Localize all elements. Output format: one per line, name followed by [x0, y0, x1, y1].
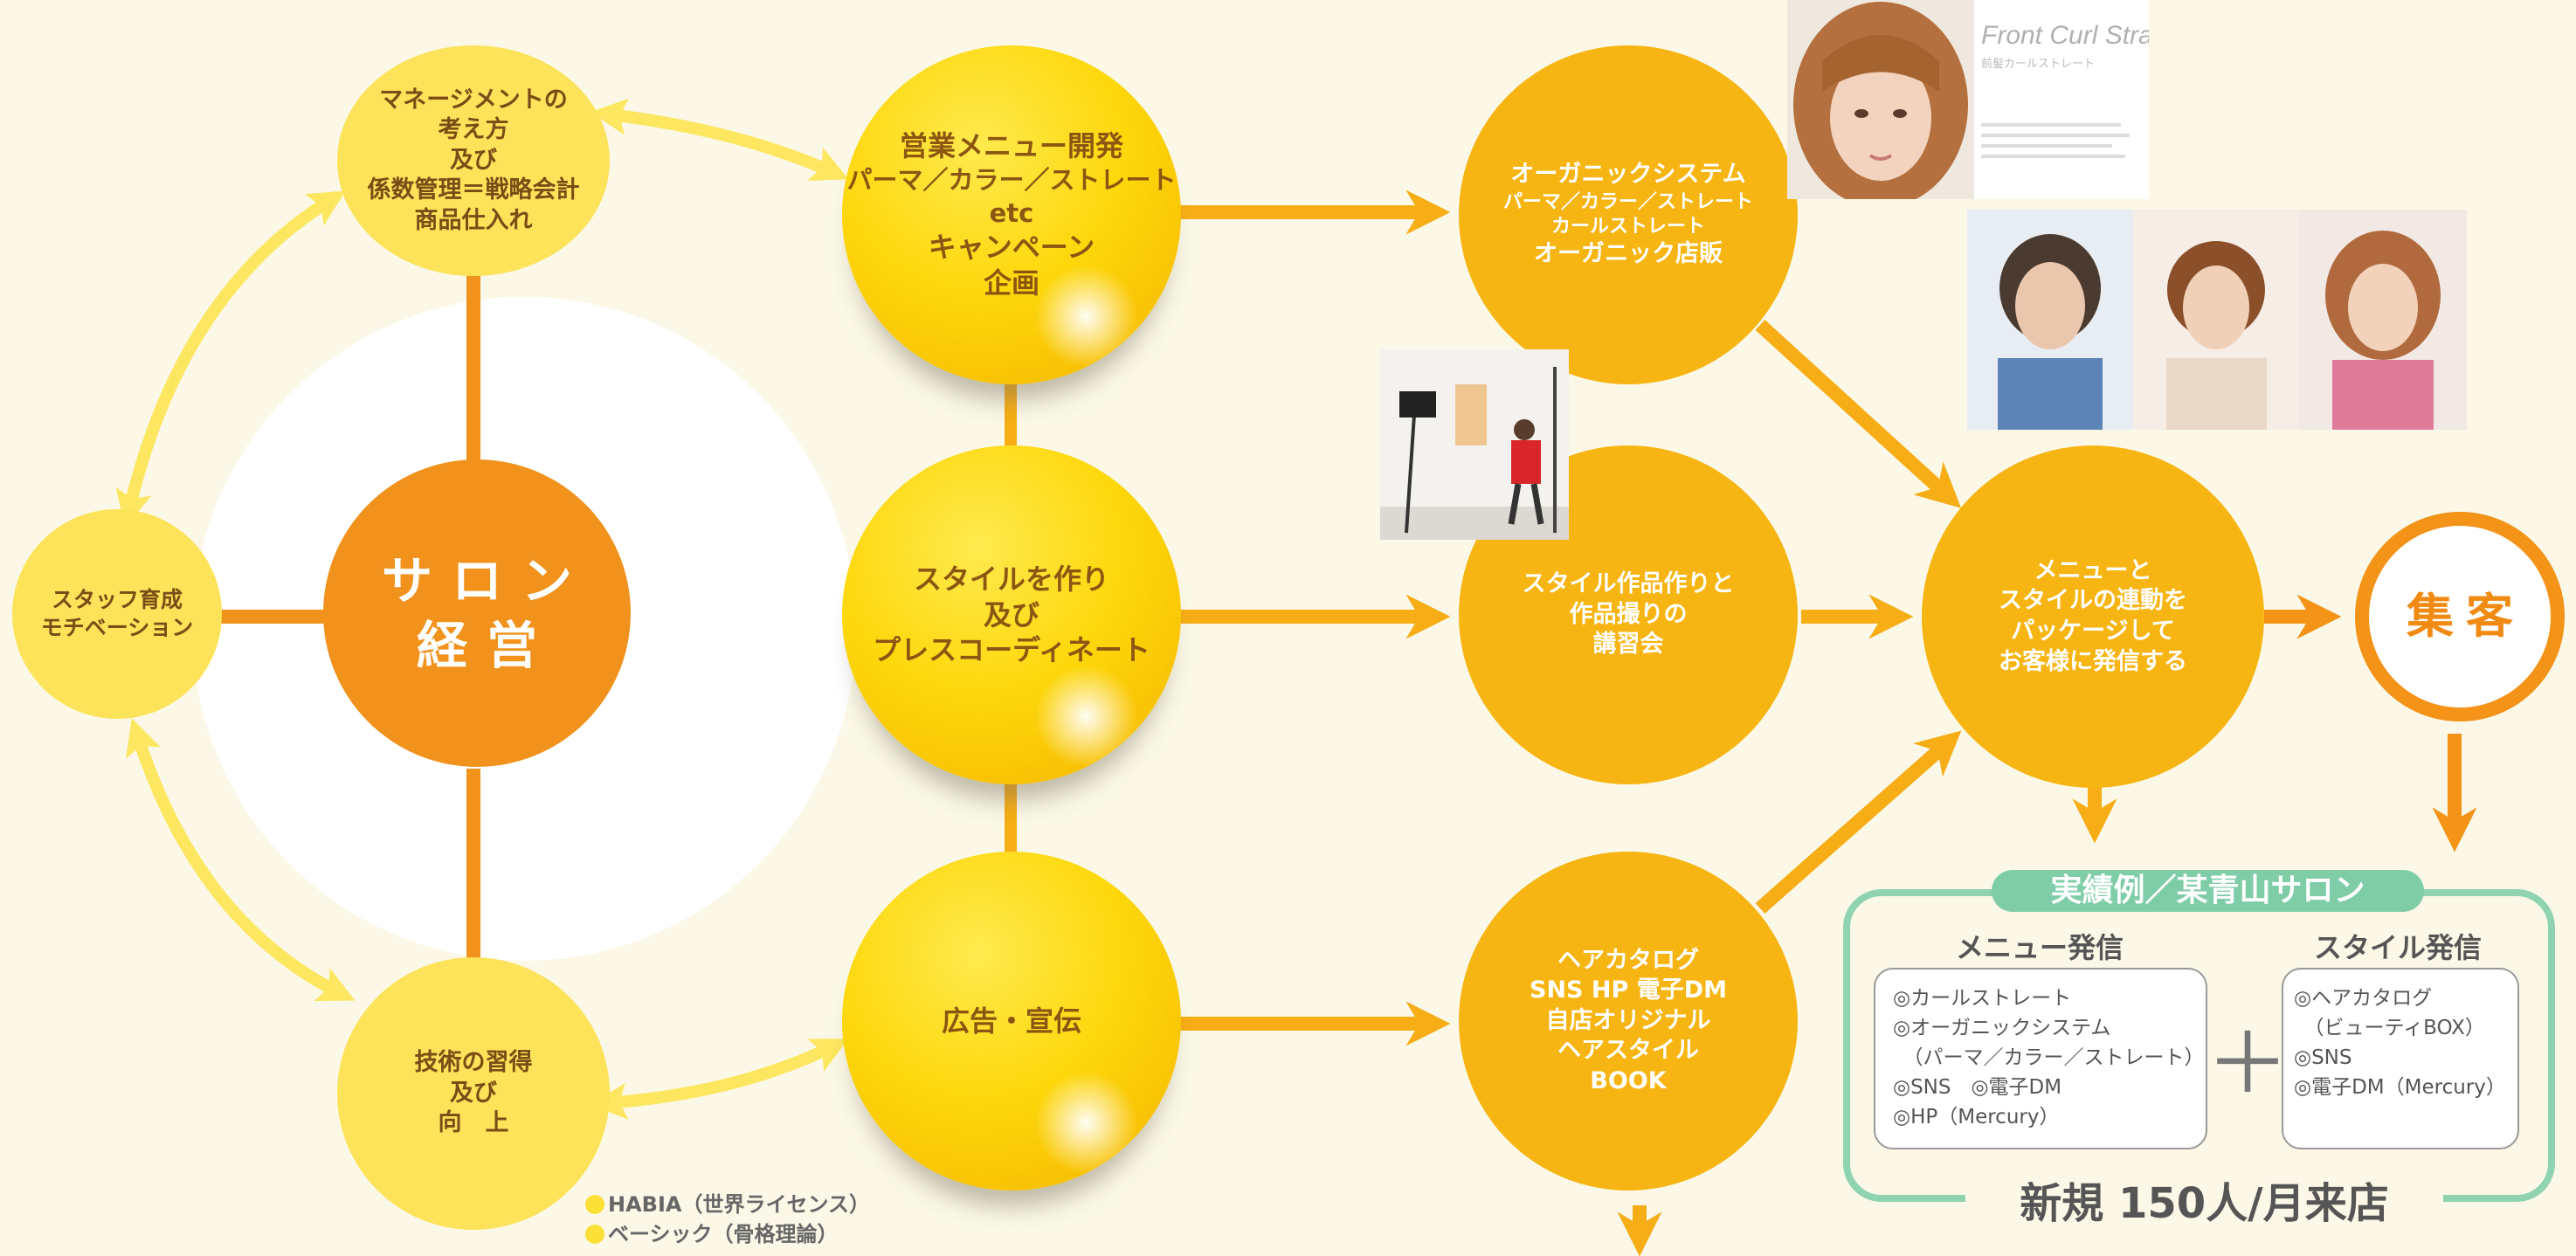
bullet-dot [585, 1225, 604, 1244]
new-clients-label: 新規 150人/月来店 [1965, 1169, 2443, 1230]
note-item: ベーシック（骨格理論） [585, 1219, 870, 1249]
list-item: ◎電子DM（Mercury） [2294, 1076, 2506, 1099]
list-item: （ビューティBOX） [2294, 1017, 2485, 1039]
list-item: （パーマ／カラー／ストレート） [1893, 1046, 2205, 1069]
photo-shoot-image [1380, 349, 1569, 540]
node-organic-system: オーガニックシステム パーマ／カラー／ストレート カールストレート オーガニック… [1459, 45, 1798, 384]
node-attract-customers: 集客 [2355, 512, 2565, 721]
list-item: ◎ヘアカタログ [2294, 987, 2433, 1010]
models-group-image [1967, 210, 2467, 430]
notes-list: HABIA（世界ライセンス） ベーシック（骨格理論） [585, 1190, 870, 1249]
photo-front-curl-caption: Front Curl Straight 前髪カールストレート [1974, 0, 2149, 199]
list-item: ◎オーガニックシステム [1893, 1017, 2111, 1039]
plus-sign: ＋ [2206, 1015, 2289, 1113]
arrow-staff-to-technique [126, 718, 356, 1002]
menu-heading: メニュー発信 [1955, 931, 2124, 964]
node-style-press: スタイルを作り 及び プレスコーディネート [842, 445, 1181, 784]
caption-text-lines [1981, 123, 2149, 158]
arrow-organic-to-package [1755, 320, 1962, 508]
bullet-dot [585, 1195, 604, 1214]
menu-list-box: ◎カールストレート ◎オーガニックシステム （パーマ／カラー／ストレート） ◎S… [1874, 968, 2207, 1149]
node-menu-development: 営業メニュー開発 パーマ／カラー／ストレート etc キャンペーン 企画 [842, 45, 1181, 384]
arrow-management-to-menu [590, 98, 849, 181]
list-item: ◎カールストレート [1893, 987, 2072, 1010]
arrow-catalog-to-package [1755, 730, 1962, 914]
arrow-staff-to-management [115, 190, 346, 528]
model-portrait-image [1787, 0, 1974, 199]
photo-studio-shoot [1380, 349, 1569, 540]
node-advertising: 広告・宣伝 [842, 852, 1181, 1190]
list-item: ◎SNS ◎電子DM [1893, 1076, 2062, 1099]
photo-three-models [1967, 210, 2467, 430]
list-item: ◎HP（Mercury） [1893, 1106, 2060, 1128]
node-management: マネージメントの 考え方 及び 係数管理＝戦略会計 商品仕入れ [337, 45, 610, 276]
node-salon-management: サロン 経営 [323, 459, 631, 767]
node-technique: 技術の習得 及び 向 上 [337, 957, 610, 1230]
node-package: メニューと スタイルの連動を パッケージして お客様に発信する [1922, 445, 2264, 788]
style-heading: スタイル発信 [2313, 931, 2482, 964]
list-item: ◎SNS [2294, 1046, 2352, 1069]
node-staff: スタッフ育成 モチベーション [12, 509, 222, 719]
note-item: HABIA（世界ライセンス） [585, 1190, 870, 1219]
photo-front-curl-straight [1787, 0, 1974, 199]
node-hair-catalog: ヘアカタログ SNS HP 電子DM 自店オリジナル ヘアスタイル BOOK [1459, 852, 1798, 1190]
arrow-technique-to-advert [590, 1038, 849, 1120]
style-list-box: ◎ヘアカタログ （ビューティBOX） ◎SNS ◎電子DM（Mercury） [2282, 968, 2519, 1149]
result-tag: 実績例／某青山サロン [1992, 870, 2424, 912]
